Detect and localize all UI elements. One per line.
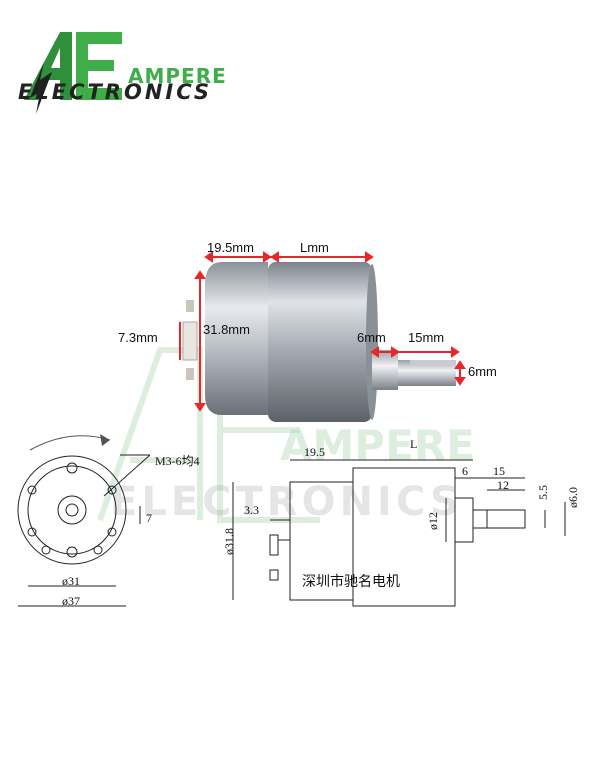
drawing-side-shaft-length: 15 <box>493 464 505 478</box>
logo-sub-text: ELECTRONICS <box>18 80 213 104</box>
photo-dim-rear-length: 19.5mm <box>207 240 254 255</box>
drawing-side-terminal-width: 3.3 <box>244 503 259 517</box>
photo-dim-body-length: Lmm <box>300 240 329 255</box>
photo-dim-shaft-length: 15mm <box>408 330 445 345</box>
drawing-side-diameter: ø31.8 <box>222 528 236 555</box>
photo-dim-terminal: 7.3mm <box>118 330 158 345</box>
technical-drawing <box>17 434 566 607</box>
drawing-side-body-length: L <box>410 437 418 451</box>
drawing-side-flat-height: 5.5 <box>536 485 550 500</box>
motor-photo <box>179 251 466 422</box>
drawing-face-outer: ø37 <box>62 594 80 608</box>
drawing-side-rear-length: 19.5 <box>304 445 325 459</box>
drawing-side-boss-length: 6 <box>462 464 468 478</box>
drawing-side-boss-diameter: ø12 <box>426 512 440 530</box>
ampere-logo: AMPERE ELECTRONICS <box>18 28 248 118</box>
drawing-caption: 深圳市驰名电机 <box>302 573 400 589</box>
drawing-side-shaft-diameter: ø6.0 <box>566 487 580 508</box>
logo-brand-text: AMPERE <box>128 64 227 88</box>
photo-dim-shaft-offset: 6mm <box>357 330 386 345</box>
photo-dim-diameter: 31.8mm <box>203 322 250 337</box>
drawing-face-offset: 7 <box>146 511 152 525</box>
drawing-face-hole-circle: ø31 <box>62 574 80 588</box>
photo-dim-shaft-diameter: 6mm <box>468 364 497 379</box>
drawing-screw-note: M3-6均4 <box>155 454 200 468</box>
drawing-side-flat-length: 12 <box>497 478 509 492</box>
ae-mark-icon <box>24 32 122 114</box>
